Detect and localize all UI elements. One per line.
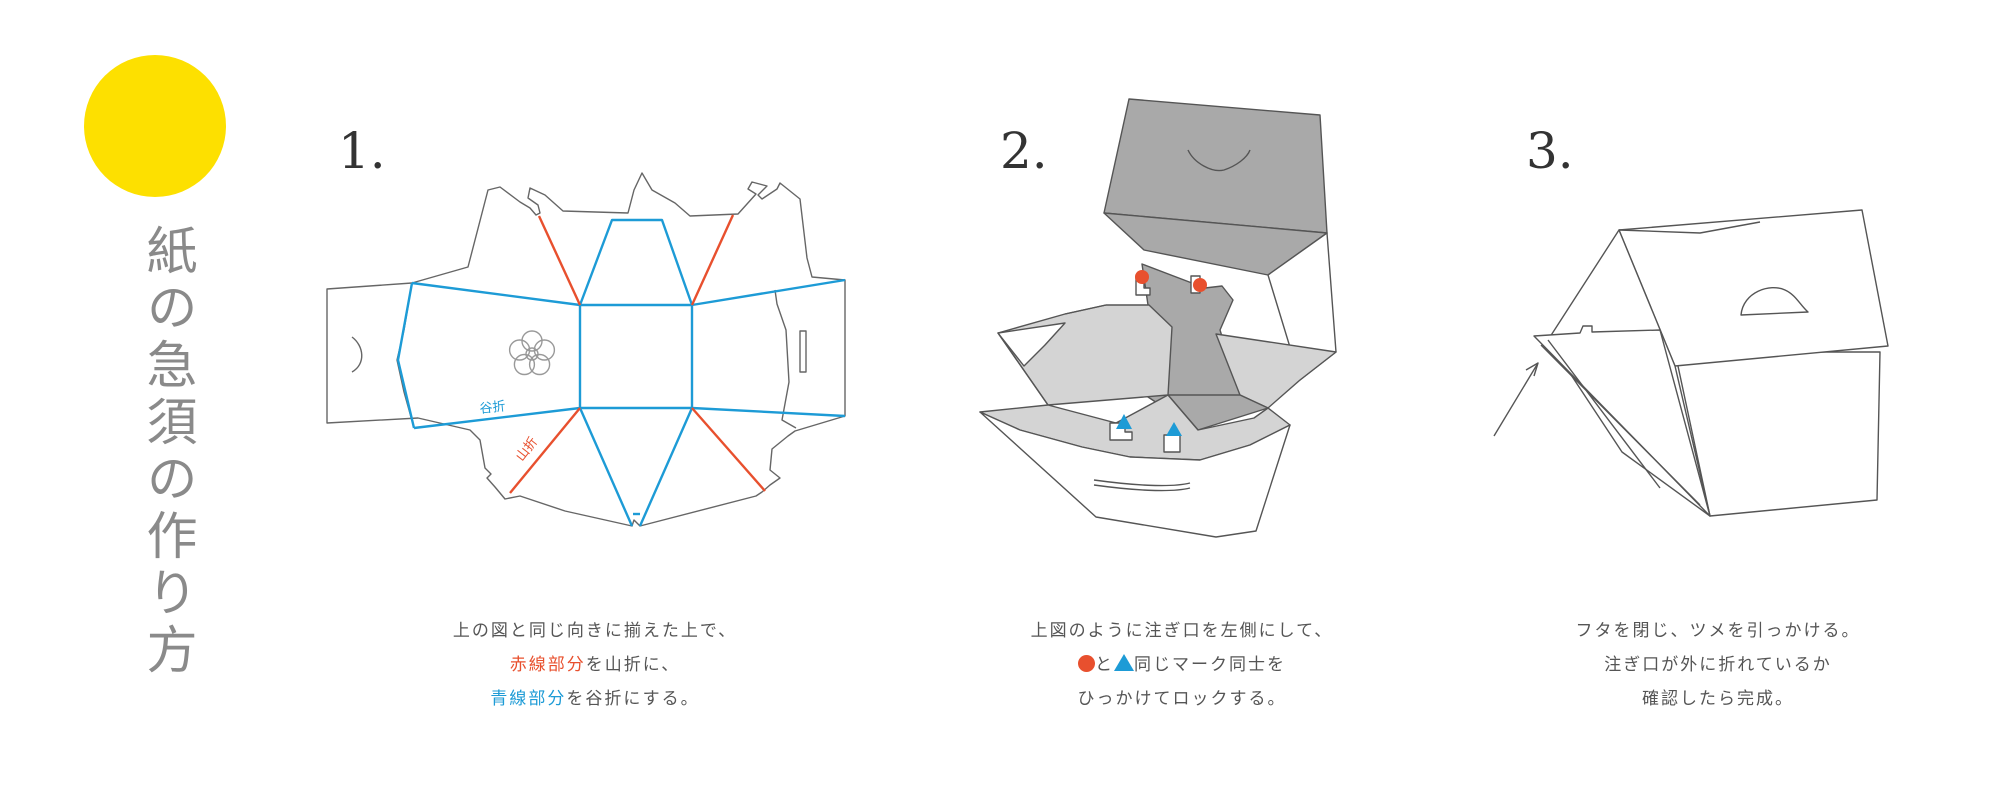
red-line-text: 赤線部分: [509, 655, 586, 675]
spout-fold: [1540, 339, 1701, 506]
step-3-number: 3.: [1526, 122, 1574, 180]
step-2-caption-line2: と同じマーク同士を: [952, 648, 1412, 682]
red-dot-mark: [1135, 270, 1149, 284]
red-dot-icon: [1078, 655, 1095, 672]
net-slot-right: [799, 330, 807, 373]
step-2-caption: 上図のように注ぎ口を左側にして、 と同じマーク同士を ひっかけてロックする。: [952, 614, 1412, 716]
spout-edge: [997, 304, 1107, 406]
blue-triangle-mark: [1116, 414, 1132, 429]
step-2-caption-line1: 上図のように注ぎ口を左側にして、: [1030, 621, 1334, 641]
lid-line: [1618, 221, 1761, 234]
front-handle-slot: [1093, 484, 1191, 492]
blue-line-text: 青線部分: [490, 689, 567, 709]
lid-notch: [1187, 149, 1251, 172]
step-1-net-diagram: [326, 172, 846, 527]
step-3-finished-diagram: [1493, 209, 1889, 517]
front-panel: [979, 411, 1291, 538]
step-1-caption: 上の図と同じ向きに揃えた上で、 赤線部分を山折に、 青線部分を谷折にする。: [365, 614, 825, 716]
step-1-caption-line3: 青線部分を谷折にする。: [365, 682, 825, 716]
step-3-caption-line1: フタを閉じ、ツメを引っかける。: [1575, 621, 1861, 641]
pointer-arrow-head: [1525, 362, 1539, 377]
step-1-caption-line3-rest: を谷折にする。: [566, 689, 700, 709]
step-2-caption-and: と: [1095, 655, 1114, 675]
step-1-caption-line2-rest: を山折に、: [585, 655, 681, 675]
step-2-marks: [1116, 270, 1207, 436]
step-3-caption: フタを閉じ、ツメを引っかける。 注ぎ口が外に折れているか 確認したら完成。: [1488, 614, 1948, 716]
step-1-number: 1.: [338, 122, 386, 180]
lid-handle: [1740, 286, 1809, 316]
spout-flap: [1533, 325, 1711, 517]
flower-emblem: [508, 330, 556, 376]
page-title: 紙の急須の作り方: [137, 224, 196, 680]
step-1-caption-line2: 赤線部分を山折に、: [365, 648, 825, 682]
yellow-circle: [84, 55, 226, 197]
step-1-caption-line1: 上の図と同じ向きに揃えた上で、: [452, 621, 738, 641]
valley-fold-label: 谷折: [479, 399, 506, 417]
net-inner-right: [774, 289, 797, 429]
blue-triangle-mark: [1166, 422, 1182, 436]
step-3-caption-line2: 注ぎ口が外に折れているか: [1604, 655, 1832, 675]
lock-tab-triangle-right: [1163, 434, 1181, 453]
step-2-number: 2.: [1000, 122, 1048, 180]
valley-fold-lines: [396, 218, 846, 527]
step-2-caption-line3: ひっかけてロックする。: [1077, 689, 1287, 709]
front-handle-slot-2: [1093, 479, 1191, 487]
lid-panel: [1103, 98, 1328, 234]
red-dot-mark: [1193, 278, 1207, 292]
pointer-arrow: [1493, 362, 1539, 437]
step-2-assembly-diagram: [979, 98, 1337, 538]
mountain-fold-lines: [509, 214, 766, 494]
net-outline: [326, 172, 846, 527]
step-3-caption-line3: 確認したら完成。: [1642, 689, 1794, 709]
net-slot-left: [351, 336, 363, 373]
box-front: [1674, 351, 1881, 517]
blue-triangle-icon: [1114, 654, 1134, 671]
left-spout-shade: [997, 322, 1066, 367]
step-2-caption-line2-rest: 同じマーク同士を: [1134, 655, 1286, 675]
